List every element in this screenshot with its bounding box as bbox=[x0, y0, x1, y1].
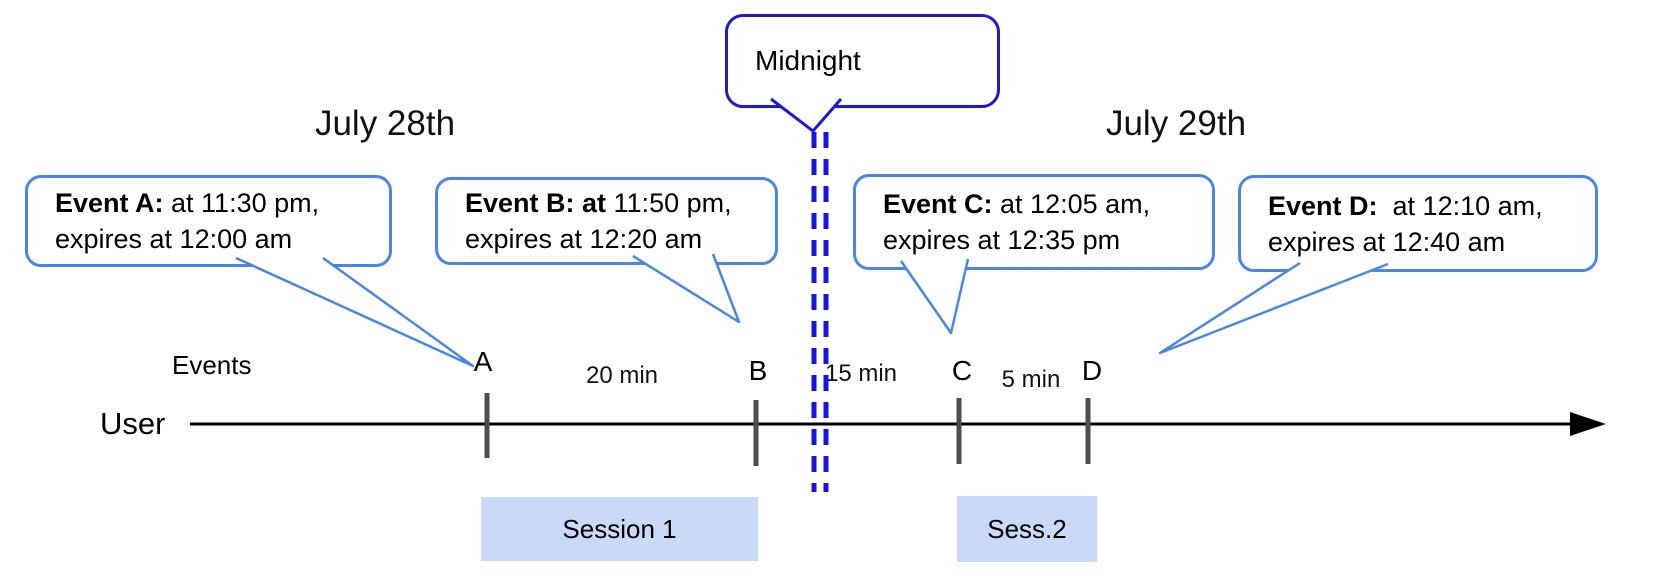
user-axis-label: User bbox=[100, 406, 166, 441]
session-2-label: Sess.2 bbox=[987, 513, 1067, 544]
event-c-callout: Event C: at 12:05 am, expires at 12:35 p… bbox=[853, 174, 1215, 270]
event-b-line1: Event B: at 11:50 pm, bbox=[465, 188, 732, 218]
session-1-box: Session 1 bbox=[481, 497, 758, 561]
midnight-label: Midnight bbox=[755, 45, 861, 76]
event-d-line1: Event D: at 12:10 am, bbox=[1268, 190, 1543, 221]
day-title-july-29: July 29th bbox=[1105, 104, 1247, 143]
event-b-line2: expires at 12:20 am bbox=[465, 224, 703, 254]
event-c-line2: expires at 12:35 pm bbox=[883, 225, 1121, 255]
interval-label-15min: 15 min bbox=[824, 360, 898, 387]
event-d-callout-tail bbox=[1158, 261, 1389, 355]
event-b-callout: Event B: at 11:50 pm, expires at 12:20 a… bbox=[435, 177, 778, 265]
event-a-line1: Event A: at 11:30 pm, bbox=[55, 188, 320, 218]
midnight-callout: Midnight bbox=[725, 14, 1000, 108]
event-a-callout: Event A: at 11:30 pm, expires at 12:00 a… bbox=[25, 175, 392, 267]
events-axis-label: Events bbox=[172, 350, 252, 380]
event-d-callout: Event D: at 12:10 am, expires at 12:40 a… bbox=[1238, 175, 1598, 272]
day-title-july-28: July 28th bbox=[314, 104, 456, 143]
event-a-callout-tail bbox=[235, 256, 475, 368]
interval-label-5min: 5 min bbox=[1001, 366, 1061, 393]
event-c-callout-tail bbox=[899, 258, 970, 335]
session-1-label: Session 1 bbox=[562, 513, 677, 544]
event-d-line2: expires at 12:40 am bbox=[1268, 226, 1506, 257]
tick-label-d: D bbox=[1081, 355, 1103, 386]
tick-label-a: A bbox=[473, 346, 493, 377]
interval-label-20min: 20 min bbox=[585, 362, 659, 389]
event-c-line1: Event C: at 12:05 am, bbox=[883, 189, 1151, 219]
tick-label-c: C bbox=[951, 355, 973, 386]
session-2-box: Sess.2 bbox=[957, 496, 1097, 562]
timeline-arrowhead-icon bbox=[1570, 412, 1606, 436]
event-a-line2: expires at 12:00 am bbox=[55, 224, 293, 254]
tick-label-b: B bbox=[748, 355, 768, 386]
